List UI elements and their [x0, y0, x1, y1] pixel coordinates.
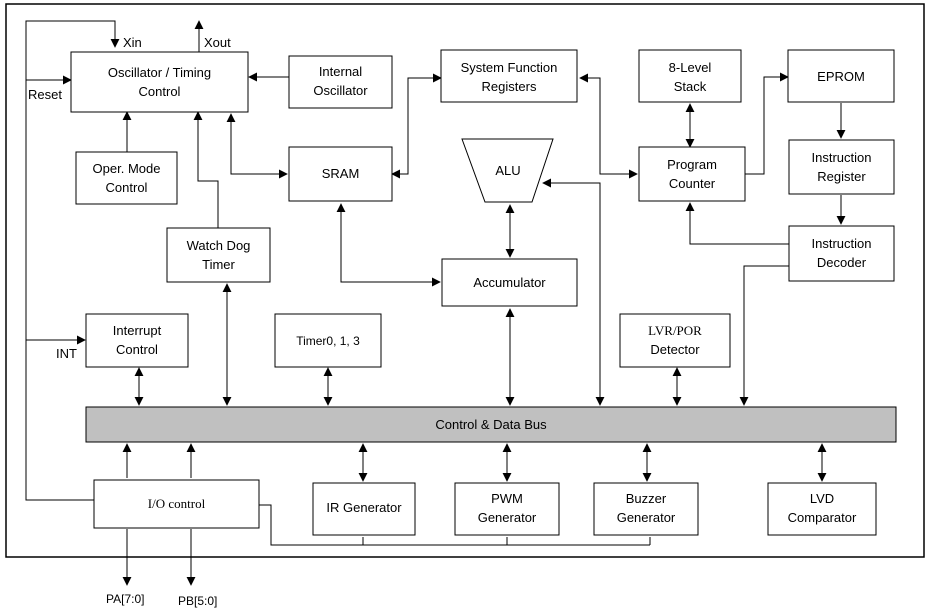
- alu-label: ALU: [495, 163, 520, 178]
- irgen-label: IR Generator: [326, 500, 402, 515]
- block-program-counter: Program Counter: [638, 146, 746, 202]
- timer-label: Timer0, 1, 3: [296, 334, 360, 348]
- decoder-bus: [739, 265, 789, 406]
- sram-osc: [226, 113, 288, 179]
- pb-label: PB[5:0]: [178, 594, 217, 608]
- stack-line1: 8-Level: [669, 60, 712, 75]
- block-io-control: I/O control: [93, 479, 260, 529]
- sram-label: SRAM: [322, 166, 360, 181]
- decoder-line2: Decoder: [817, 255, 867, 270]
- sysfunc-pc: [579, 73, 638, 179]
- interrupt-line1: Interrupt: [113, 323, 162, 338]
- ir-line1: Instruction: [812, 150, 872, 165]
- decoder-line1: Instruction: [812, 236, 872, 251]
- xout-label: Xout: [204, 35, 231, 50]
- wdt-line1: Watch Dog: [187, 238, 251, 253]
- oper-mode-line1: Oper. Mode: [93, 161, 161, 176]
- block-interrupt: Interrupt Control: [85, 313, 189, 368]
- block-lvr-por: LVR/POR Detector: [619, 313, 731, 368]
- internal-osc-line2: Oscillator: [313, 83, 368, 98]
- decoder-pc: [685, 202, 789, 245]
- internal-osc-line1: Internal: [319, 64, 362, 79]
- interrupt-line2: Control: [116, 342, 158, 357]
- ir-line2: Register: [817, 169, 866, 184]
- lvd-line2: Comparator: [788, 510, 857, 525]
- buzzer-line1: Buzzer: [626, 491, 667, 506]
- block-instruction-decoder: Instruction Decoder: [788, 225, 895, 282]
- block-bus: Control & Data Bus: [85, 406, 897, 443]
- block-sram: SRAM: [288, 146, 393, 202]
- sram-sysfunc: [391, 73, 442, 179]
- pa-label: PA[7:0]: [106, 592, 144, 606]
- lvd-line1: LVD: [810, 491, 834, 506]
- pc-eprom: [744, 72, 789, 175]
- int-label: INT: [56, 346, 77, 361]
- block-osc-timing: Oscillator / Timing Control: [70, 51, 249, 113]
- block-ir-gen: IR Generator: [312, 482, 416, 536]
- block-eprom: EPROM: [787, 49, 895, 103]
- block-stack: 8-Level Stack: [638, 49, 742, 103]
- block-instruction-register: Instruction Register: [788, 139, 895, 195]
- outer-frame: [5, 3, 925, 558]
- block-accumulator: Accumulator: [441, 258, 578, 307]
- block-oper-mode: Oper. Mode Control: [75, 151, 178, 205]
- alu-bus: [542, 178, 605, 406]
- oper-mode-line2: Control: [106, 180, 148, 195]
- block-sys-func-regs: System Function Registers: [440, 49, 578, 103]
- eprom-label: EPROM: [817, 69, 865, 84]
- buzzer-line2: Generator: [617, 510, 676, 525]
- wdt-line2: Timer: [202, 257, 235, 272]
- pwm-line2: Generator: [478, 510, 537, 525]
- stack-line2: Stack: [674, 79, 707, 94]
- block-internal-osc: Internal Oscillator: [288, 55, 393, 109]
- pc-line2: Counter: [669, 176, 716, 191]
- block-lvd: LVD Comparator: [767, 482, 877, 536]
- acc-label: Accumulator: [473, 275, 546, 290]
- sram-acc: [336, 203, 441, 287]
- xin-line: [25, 20, 120, 96]
- osc-timing-line2: Control: [139, 84, 181, 99]
- xin-label: Xin: [123, 35, 142, 50]
- io-gen-link: [259, 504, 650, 546]
- block-alu: ALU: [461, 138, 554, 203]
- wdt-to-osc: [193, 111, 219, 228]
- pc-line1: Program: [667, 157, 717, 172]
- block-watchdog: Watch Dog Timer: [166, 227, 271, 283]
- pwm-line1: PWM: [491, 491, 523, 506]
- connections: [25, 20, 846, 586]
- io-label: I/O control: [148, 496, 206, 511]
- lvr-line1: LVR/POR: [648, 323, 702, 338]
- block-buzzer-gen: Buzzer Generator: [593, 482, 699, 536]
- sysfunc-line2: Registers: [482, 79, 537, 94]
- bus-label: Control & Data Bus: [435, 417, 547, 432]
- osc-timing-line1: Oscillator / Timing: [108, 65, 211, 80]
- reset-line: [25, 75, 94, 501]
- reset-label: Reset: [28, 87, 62, 102]
- sysfunc-line1: System Function: [461, 60, 558, 75]
- block-pwm-gen: PWM Generator: [454, 482, 560, 536]
- lvr-line2: Detector: [650, 342, 700, 357]
- block-timer: Timer0, 1, 3: [274, 313, 382, 368]
